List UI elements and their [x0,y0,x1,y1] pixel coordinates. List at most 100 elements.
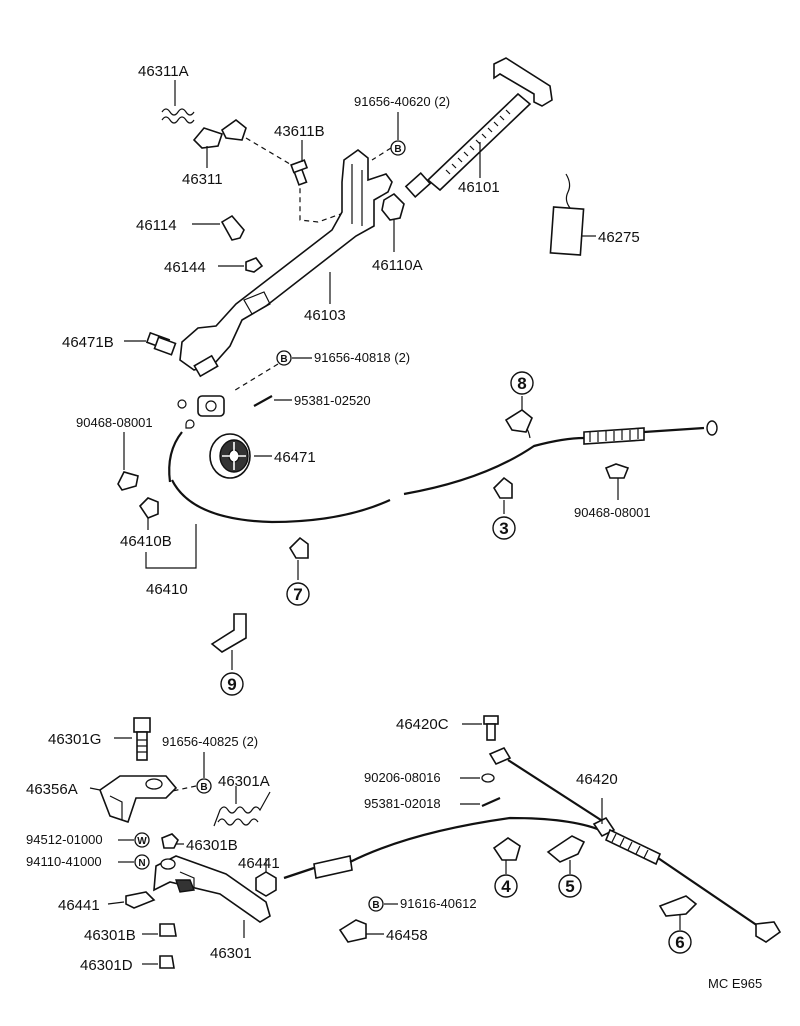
equalizer-bracket-46356A [99,775,178,824]
pulley-46471 [209,433,251,479]
equalizer-lever-46301 [153,855,271,923]
leader-46441-left [107,901,125,905]
sleeve-46441-right [255,871,277,897]
bracket-46458 [338,919,367,943]
label-46471B: 46471B [62,334,114,351]
callout-9: 9 [220,672,244,696]
bolt-marker-b-low: B [196,778,212,794]
svg-text:4: 4 [501,877,511,896]
clip-3 [492,476,513,499]
dashed-ref-pawl [245,137,353,223]
label-94512-01000: 94512-01000 [26,832,103,847]
label-46410: 46410 [146,581,188,598]
pin-95381-02018 [481,796,501,808]
washer-marker-w: W [134,832,150,848]
label-91656-40825: 91656-40825 (2) [162,734,258,749]
pawl-46311 [192,127,224,149]
svg-text:B: B [200,782,207,793]
label-95381-02520: 95381-02520 [294,393,371,408]
label-90468-08001-right: 90468-08001 [574,505,651,520]
bolt-marker-b-top: B [390,140,406,156]
clip-8 [504,409,533,433]
bushing-46301B-top [161,833,179,849]
label-90468-08001-left: 90468-08001 [76,415,153,430]
label-46114: 46114 [136,217,177,234]
bushing-46301B-bottom [159,923,177,937]
label-46356A: 46356A [26,781,78,798]
intermediate-cable [403,417,718,496]
clip-7 [288,536,309,559]
caution-tag-46275 [549,173,585,256]
label-46103: 46103 [304,307,346,324]
label-46420C: 46420C [396,716,449,733]
label-46301B-bottom: 46301B [84,927,136,944]
label-91616-40612: 91616-40612 [400,896,477,911]
callout-7: 7 [286,582,310,606]
bushing-46110A [381,192,405,221]
nut-marker-n: N [134,854,150,870]
svg-text:N: N [138,858,145,869]
dashed-ref-b-top [371,147,392,161]
label-46301G: 46301G [48,731,101,748]
callout-3: 3 [492,516,516,540]
label-46301: 46301 [210,945,252,962]
callout-8: 8 [510,371,534,395]
callout-6: 6 [668,930,692,954]
label-91656-40620: 91656-40620 (2) [354,94,450,109]
label-91656-40818: 91656-40818 (2) [314,350,410,365]
label-46420: 46420 [576,771,618,788]
callout-4: 4 [494,874,518,898]
clip-5 [546,835,586,863]
bolt-46301G [133,717,151,761]
sleeve-46441-left [125,891,156,909]
label-46144: 46144 [164,259,206,276]
svg-text:W: W [137,836,147,847]
svg-text:B: B [394,144,401,155]
return-spring-46301A [213,791,271,827]
svg-text:5: 5 [565,877,574,896]
leader-46410 [145,524,197,569]
label-43611B: 43611B [274,123,325,140]
svg-text:6: 6 [675,933,684,952]
label-46110A: 46110A [372,257,423,274]
diagram-code: MC E965 [708,976,762,991]
clip-46144 [245,257,264,273]
label-46301D: 46301D [80,957,133,974]
svg-text:3: 3 [499,519,508,538]
sleeve-46301D [159,955,175,969]
handle-rod-46101 [404,57,553,199]
clip-90468-08001-right [604,463,630,479]
label-46275: 46275 [598,229,640,246]
label-46311: 46311 [182,171,223,188]
svg-text:9: 9 [227,675,236,694]
svg-text:B: B [280,354,287,365]
pin-46114 [220,214,245,241]
label-90206-08016: 90206-08016 [364,770,441,785]
dashed-ref-b-low [167,785,197,793]
svg-text:7: 7 [293,585,302,604]
label-46311A: 46311A [138,63,189,80]
rear-cable-46420 [283,746,782,943]
callout-5: 5 [558,874,582,898]
label-94110-41000: 94110-41000 [26,854,102,869]
clip-6 [658,895,698,917]
leader-46356A [89,787,101,791]
clip-90468-08001-left [117,471,139,491]
dashed-ref-b-mid [231,363,279,393]
label-46101: 46101 [458,179,500,196]
label-46458: 46458 [386,927,428,944]
label-46301A: 46301A [218,773,270,790]
label-46410B: 46410B [120,533,172,550]
grommet-46410B [138,497,159,519]
label-46441-right: 46441 [238,855,280,872]
lever-bracket-46103 [177,148,393,417]
bolt-46471B [145,331,177,356]
front-cable-46410 [168,419,391,524]
label-95381-02018: 95381-02018 [364,796,441,811]
pin-95381-02520 [253,395,273,407]
pawl-plate [220,118,247,141]
svg-text:B: B [372,900,379,911]
washer-90206-08016 [481,773,495,783]
label-46471: 46471 [274,449,316,466]
